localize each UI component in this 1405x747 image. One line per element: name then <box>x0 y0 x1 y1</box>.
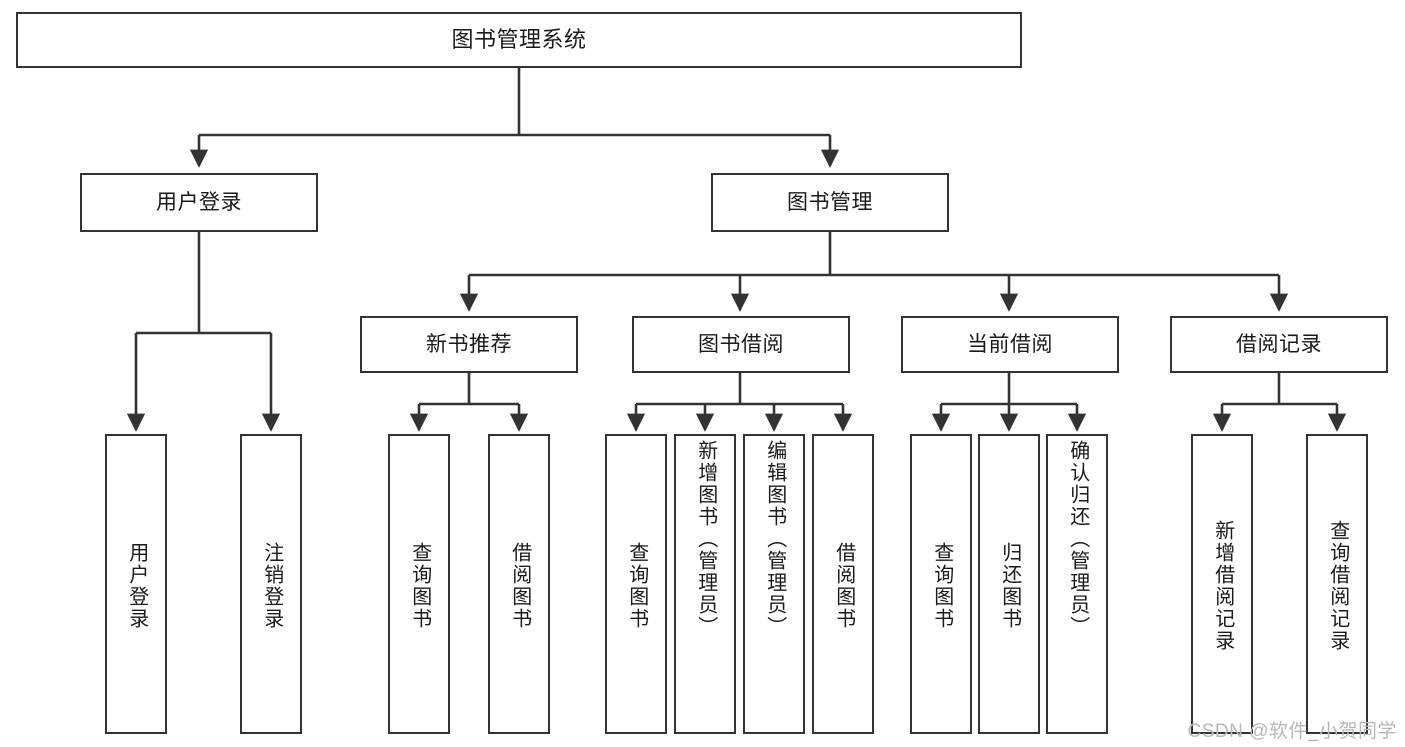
node-label: 归还图书 <box>998 542 1021 630</box>
leaf-add-borrow-record[interactable]: 新增借阅记录 <box>1191 434 1253 734</box>
leaf-borrow-book-recommendation[interactable]: 借阅图书 <box>488 434 550 734</box>
leaf-confirm-return-admin[interactable]: 确认归还（管理员） <box>1046 434 1108 734</box>
leaf-user-login[interactable]: 用户登录 <box>105 434 167 734</box>
node-label: 图书管理系统 <box>451 26 587 52</box>
node-new-book-recommendation[interactable]: 新书推荐 <box>360 316 578 373</box>
node-book-borrowing[interactable]: 图书借阅 <box>632 316 850 373</box>
node-label: 图书借阅 <box>698 332 784 356</box>
node-root-book-management-system[interactable]: 图书管理系统 <box>16 12 1022 68</box>
node-label: 当前借阅 <box>967 332 1053 356</box>
node-label: 借阅记录 <box>1236 332 1322 356</box>
node-label: 查询图书 <box>930 542 953 630</box>
node-label: 借阅图书 <box>832 542 855 630</box>
node-label: 借阅图书 <box>508 542 531 630</box>
leaf-edit-book-admin[interactable]: 编辑图书（管理员） <box>743 434 805 734</box>
node-label: 查询借阅记录 <box>1326 520 1349 652</box>
node-label: 新书推荐 <box>426 332 512 356</box>
node-user-login[interactable]: 用户登录 <box>80 173 318 232</box>
leaf-query-book-current[interactable]: 查询图书 <box>910 434 972 734</box>
node-label: 编辑图书（管理员） <box>763 440 786 638</box>
leaf-logout[interactable]: 注销登录 <box>240 434 302 734</box>
leaf-return-book[interactable]: 归还图书 <box>978 434 1040 734</box>
node-label: 用户登录 <box>125 542 148 630</box>
node-label: 查询图书 <box>408 542 431 630</box>
leaf-query-book-recommendation[interactable]: 查询图书 <box>388 434 450 734</box>
node-book-management[interactable]: 图书管理 <box>711 173 949 232</box>
node-current-borrowing[interactable]: 当前借阅 <box>901 316 1119 373</box>
node-label: 图书管理 <box>787 190 873 214</box>
node-label: 用户登录 <box>156 190 242 214</box>
node-label: 新增图书（管理员） <box>694 440 717 638</box>
leaf-borrow-book-borrowing[interactable]: 借阅图书 <box>812 434 874 734</box>
node-label: 新增借阅记录 <box>1211 520 1234 652</box>
leaf-add-book-admin[interactable]: 新增图书（管理员） <box>674 434 736 734</box>
leaf-query-borrow-record[interactable]: 查询借阅记录 <box>1306 434 1368 734</box>
node-label: 确认归还（管理员） <box>1066 440 1089 638</box>
node-label: 注销登录 <box>260 542 283 630</box>
node-borrowing-record[interactable]: 借阅记录 <box>1170 316 1388 373</box>
node-label: 查询图书 <box>625 542 648 630</box>
leaf-query-book-borrowing[interactable]: 查询图书 <box>605 434 667 734</box>
